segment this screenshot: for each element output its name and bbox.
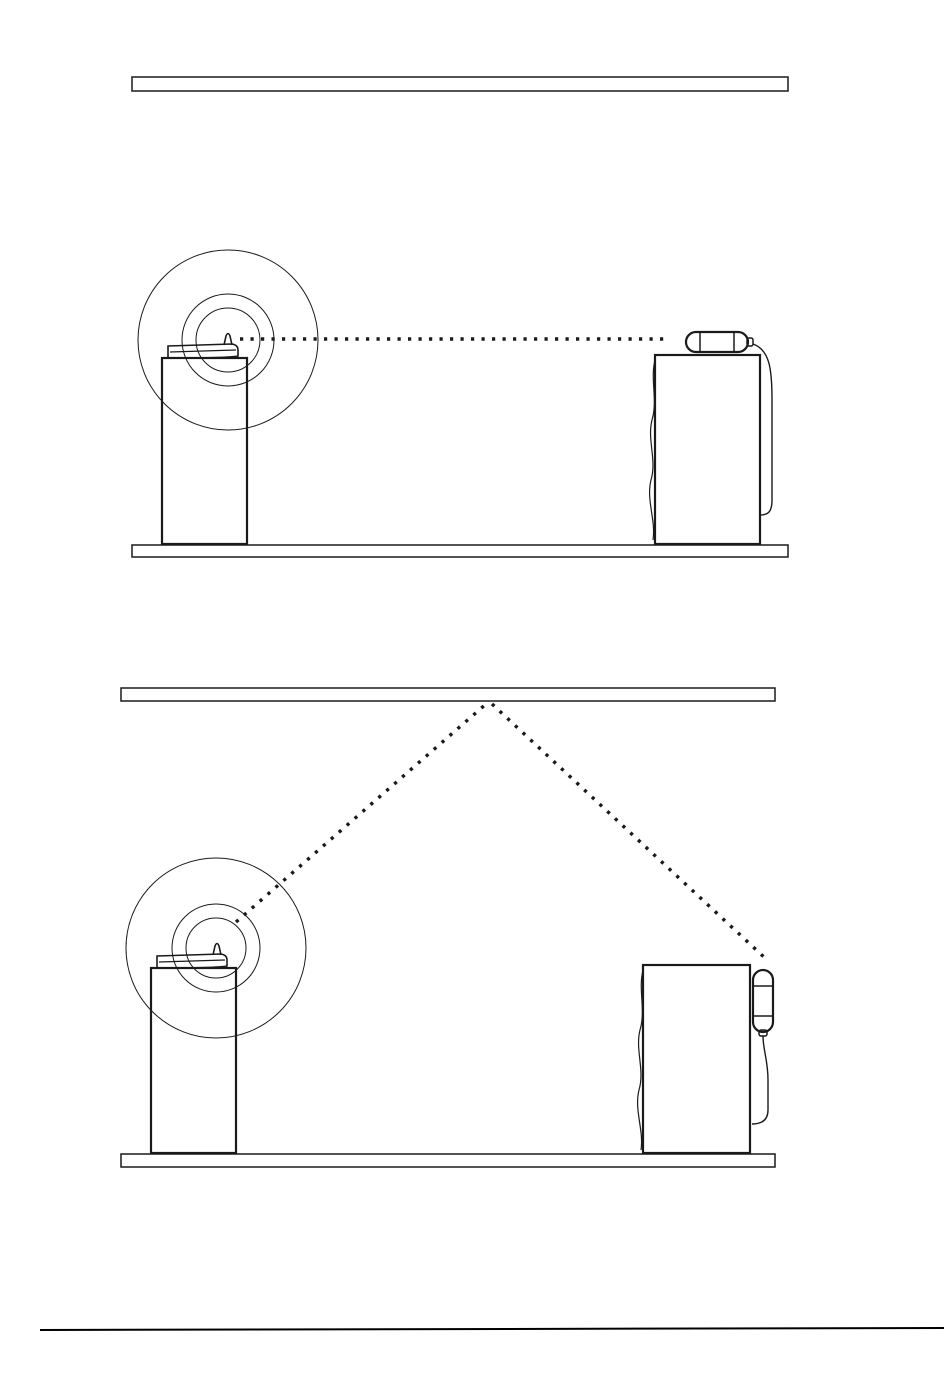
receiver-unit-icon (753, 970, 773, 1036)
wireless-transmitter-icon (168, 334, 238, 359)
receiver-unit-icon (686, 332, 753, 352)
ceiling-panel (121, 688, 775, 701)
figure-ceiling-reflection (121, 688, 775, 1167)
receiver-cable (752, 1036, 768, 1124)
receiver-cabinet (638, 965, 750, 1153)
ceiling-panel (132, 77, 788, 91)
wireless-transmitter-icon (157, 944, 227, 969)
transmitter-pedestal (151, 968, 236, 1153)
floor-panel (121, 1154, 775, 1167)
incident-signal-path (236, 704, 486, 922)
floor-panel (132, 545, 788, 557)
receiver-cabinet (650, 355, 760, 544)
footer-rule (40, 1328, 944, 1330)
figure-direct-path (132, 77, 788, 557)
reflected-signal-path (492, 704, 765, 958)
